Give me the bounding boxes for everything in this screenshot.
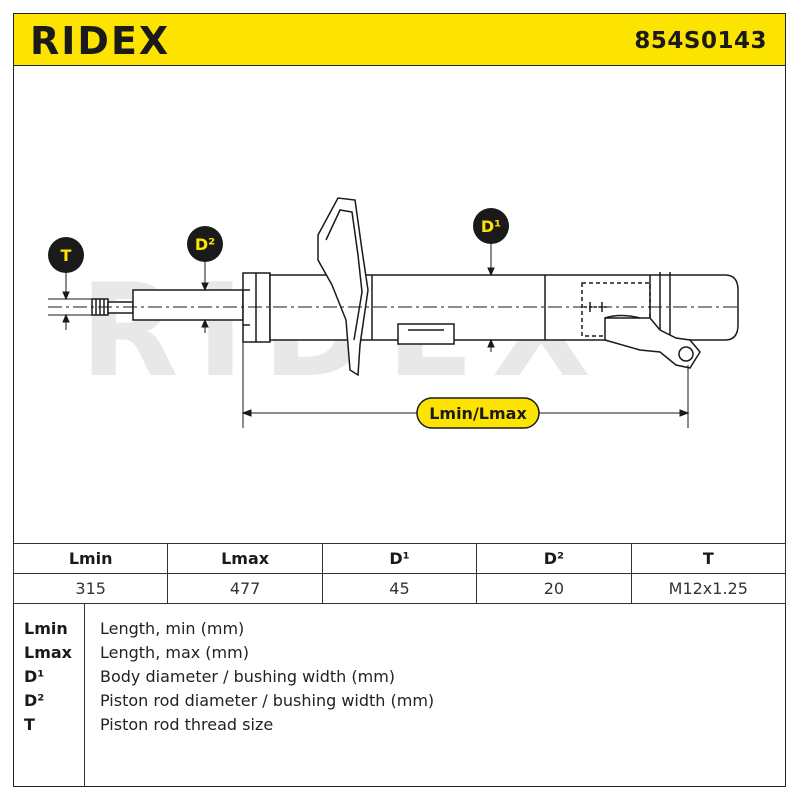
badge-D2-label: D² bbox=[195, 235, 215, 254]
legend-row: T Piston rod thread size bbox=[14, 715, 774, 738]
spec-table: Lmin Lmax D¹ D² T 315 477 45 20 M12x1.25 bbox=[12, 543, 787, 604]
badge-D1-label: D¹ bbox=[481, 217, 501, 236]
legend-desc: Length, min (mm) bbox=[100, 619, 245, 638]
legend-box: Lmin Length, min (mm) Lmax Length, max (… bbox=[13, 604, 786, 787]
spec-header-t: T bbox=[630, 543, 787, 574]
strut-outline bbox=[91, 197, 739, 377]
legend-desc: Piston rod diameter / bushing width (mm) bbox=[100, 691, 435, 710]
badge-L bbox=[416, 397, 540, 429]
dim-D1 bbox=[487, 244, 495, 352]
legend-key: D¹ bbox=[24, 667, 45, 686]
legend-desc: Piston rod thread size bbox=[100, 715, 274, 734]
ridex-logo: RIDEX bbox=[30, 20, 170, 60]
spec-header-row: Lmin Lmax D¹ D² T bbox=[12, 543, 787, 574]
legend-desc: Body diameter / bushing width (mm) bbox=[100, 667, 396, 686]
dim-T bbox=[48, 272, 92, 330]
spec-header-lmin: Lmin bbox=[12, 543, 169, 574]
badge-T bbox=[48, 237, 84, 273]
legend-row: D² Piston rod diameter / bushing width (… bbox=[14, 691, 774, 714]
brand-logo-text: RIDEX bbox=[30, 20, 170, 60]
legend-key: Lmin bbox=[24, 619, 68, 638]
legend-divider bbox=[84, 604, 86, 787]
spec-value-d1: 45 bbox=[321, 573, 478, 604]
spec-header-d1: D¹ bbox=[321, 543, 478, 574]
legend-desc: Length, max (mm) bbox=[100, 643, 249, 662]
legend-key: T bbox=[24, 715, 35, 734]
legend-row: Lmin Length, min (mm) bbox=[14, 619, 774, 642]
spec-header-lmax: Lmax bbox=[167, 543, 323, 574]
header-bar: RIDEX 854S0143 bbox=[13, 13, 786, 66]
badge-D1 bbox=[473, 208, 509, 244]
spec-value-t: M12x1.25 bbox=[630, 573, 787, 604]
legend-key: Lmax bbox=[24, 643, 72, 662]
badge-D2 bbox=[187, 226, 223, 262]
spec-header-d2: D² bbox=[476, 543, 632, 574]
spec-value-lmax: 477 bbox=[167, 573, 323, 604]
part-number: 854S0143 bbox=[634, 28, 767, 54]
shock-absorber-diagram: RIDEX bbox=[48, 197, 739, 429]
spec-value-row: 315 477 45 20 M12x1.25 bbox=[12, 573, 787, 604]
spec-value-d2: 20 bbox=[476, 573, 632, 604]
badge-L-label: Lmin/Lmax bbox=[429, 404, 527, 423]
legend-key: D² bbox=[24, 691, 45, 710]
badge-T-label: T bbox=[61, 246, 72, 265]
legend-row: D¹ Body diameter / bushing width (mm) bbox=[14, 667, 774, 690]
legend-row: Lmax Length, max (mm) bbox=[14, 643, 774, 666]
dim-D2 bbox=[201, 262, 209, 333]
spec-value-lmin: 315 bbox=[12, 573, 169, 604]
